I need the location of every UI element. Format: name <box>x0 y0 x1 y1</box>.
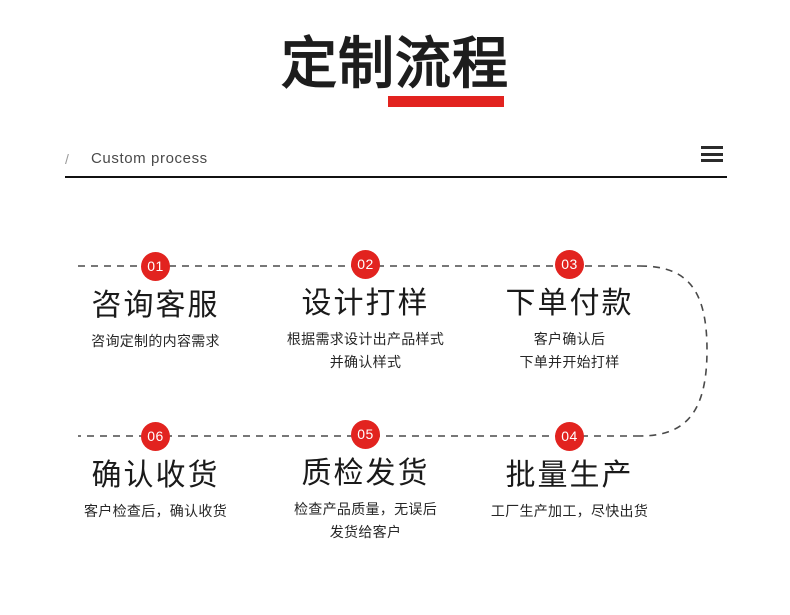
page-title: 定制流程 <box>281 32 509 95</box>
step-title-06: 确认收货 <box>91 459 220 492</box>
step-title-04: 批量生产 <box>505 459 634 492</box>
step-desc-04-line-1: 工厂生产加工，尽快出货 <box>490 503 649 519</box>
step-desc-03: 客户确认后 下单并开始打样 <box>462 328 677 374</box>
step-title-01: 咨询客服 <box>91 289 220 322</box>
header-divider <box>65 176 727 178</box>
step-title-03: 下单付款 <box>505 287 634 320</box>
step-badge-01: 01 <box>141 252 170 281</box>
step-title-05: 质检发货 <box>301 457 430 490</box>
step-desc-01-line-1: 咨询定制的内容需求 <box>91 333 220 349</box>
step-badge-02: 02 <box>351 250 380 279</box>
title-highlight-bar <box>388 96 504 107</box>
step-desc-01: 咨询定制的内容需求 <box>48 330 263 353</box>
step-desc-02-line-2: 并确认样式 <box>329 354 402 370</box>
step-desc-04: 工厂生产加工，尽快出货 <box>462 500 677 523</box>
subtitle-slash: / <box>65 151 69 167</box>
step-desc-06: 客户检查后，确认收货 <box>48 500 263 523</box>
step-desc-03-line-1: 客户确认后 <box>533 331 606 347</box>
step-badge-05: 05 <box>351 420 380 449</box>
step-badge-03: 03 <box>555 250 584 279</box>
menu-bar-3 <box>701 159 723 162</box>
step-desc-05: 检查产品质量，无误后 发货给客户 <box>258 498 473 544</box>
hamburger-menu-icon[interactable] <box>701 146 723 162</box>
step-desc-02-line-1: 根据需求设计出产品样式 <box>286 331 445 347</box>
subtitle-row: / Custom process <box>65 148 727 172</box>
step-badge-06: 06 <box>141 422 170 451</box>
step-desc-05-line-2: 发货给客户 <box>329 524 402 540</box>
step-desc-02: 根据需求设计出产品样式 并确认样式 <box>258 328 473 374</box>
menu-bar-2 <box>701 152 723 156</box>
subtitle-text: Custom process <box>91 150 208 167</box>
step-desc-05-line-1: 检查产品质量，无误后 <box>294 501 437 517</box>
step-badge-04: 04 <box>555 422 584 451</box>
step-desc-06-line-1: 客户检查后，确认收货 <box>84 503 227 519</box>
step-title-02: 设计打样 <box>301 287 430 320</box>
menu-bar-1 <box>701 146 723 149</box>
step-desc-03-line-2: 下单并开始打样 <box>519 354 620 370</box>
